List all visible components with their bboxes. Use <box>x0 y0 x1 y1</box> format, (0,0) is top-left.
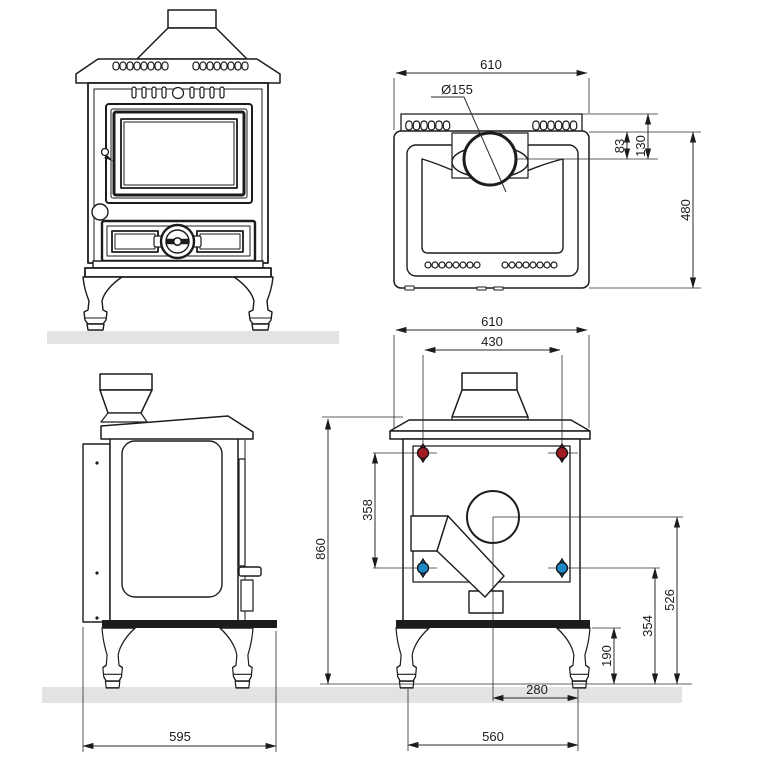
ash-panel-left-inner <box>114 233 156 250</box>
ash-panel-right-inner <box>199 233 241 250</box>
top-plate-crown <box>75 58 281 84</box>
dim-return-height: 354 <box>640 615 655 637</box>
flue-collar-flare <box>136 27 248 60</box>
dim-top-width: 610 <box>480 57 502 72</box>
dim-rear-width: 610 <box>481 314 503 329</box>
hinge-mark-center-1 <box>476 286 487 291</box>
flue-funnel-top <box>99 373 153 391</box>
flue-funnel <box>99 389 153 414</box>
vent-knob <box>171 86 185 100</box>
dim-flue-offset-top: 83 <box>612 139 627 153</box>
hinge-mark-center-2 <box>493 286 504 291</box>
dim-tappings-width: 430 <box>481 334 503 349</box>
ground-shadow-front <box>47 331 339 344</box>
ash-door-edge <box>240 579 254 612</box>
flue-stub-flare <box>451 389 529 418</box>
duct-diagonal <box>436 515 505 598</box>
door-latch-upper <box>100 147 113 161</box>
bolt-3 <box>95 616 99 620</box>
air-vent-slots <box>131 86 225 100</box>
front-view <box>75 9 281 331</box>
flue-diameter-leader <box>431 96 507 193</box>
side-front-leg <box>219 627 254 689</box>
back-heat-shield <box>82 443 111 623</box>
hinge-mark-left <box>404 285 415 291</box>
base-plinth <box>84 267 272 278</box>
back-rail-scallops <box>405 120 578 131</box>
flue-collar-top <box>167 9 217 29</box>
crown-scallops <box>112 61 249 71</box>
bolt-2 <box>95 571 99 575</box>
cold-water-tapping-right <box>555 557 569 579</box>
door-window-edge <box>238 458 246 567</box>
dim-flue-offset-back: 130 <box>633 135 648 157</box>
bolt-1 <box>95 461 99 465</box>
base-plate-side <box>102 620 277 628</box>
dim-leg-offset: 280 <box>526 682 548 697</box>
base-step <box>92 260 264 269</box>
rear-view: 610 430 358 860 526 354 190 280 560 <box>313 314 692 751</box>
top-view: 610 Ø155 83 130 480 <box>393 57 701 291</box>
top-plate-scallops <box>424 261 558 269</box>
side-panel <box>121 440 223 598</box>
dim-underbody-clearance: 190 <box>599 645 614 667</box>
window-glass <box>123 121 235 186</box>
door-handle-side <box>238 566 262 577</box>
ground-shadow-bottom <box>42 687 682 703</box>
front-right-leg <box>233 276 274 331</box>
top-plate-side <box>100 415 254 440</box>
hot-water-tapping-left <box>416 442 430 464</box>
front-left-leg <box>82 276 123 331</box>
top-plate-rear <box>389 430 591 440</box>
door-knob <box>91 203 109 221</box>
rear-right-leg <box>556 627 591 689</box>
flue-funnel-flare <box>100 412 148 423</box>
dim-overall-height: 860 <box>313 538 328 560</box>
dim-tappings-height: 358 <box>360 499 375 521</box>
rear-left-leg <box>395 627 430 689</box>
dim-leg-span: 560 <box>482 729 504 744</box>
cold-water-tapping-left <box>416 557 430 579</box>
dim-top-depth: 480 <box>678 199 693 221</box>
flue-opening <box>462 131 518 187</box>
damper-wheel <box>153 223 202 260</box>
side-back-leg <box>101 627 136 689</box>
hot-water-tapping-right <box>555 442 569 464</box>
top-plate-rear-bevel <box>389 419 591 432</box>
side-view: 595 <box>82 373 277 752</box>
flue-stub-top <box>461 372 518 391</box>
dim-flue-center-height: 526 <box>662 589 677 611</box>
dim-side-depth: 595 <box>169 729 191 744</box>
dim-flue-diameter: Ø155 <box>441 82 473 97</box>
